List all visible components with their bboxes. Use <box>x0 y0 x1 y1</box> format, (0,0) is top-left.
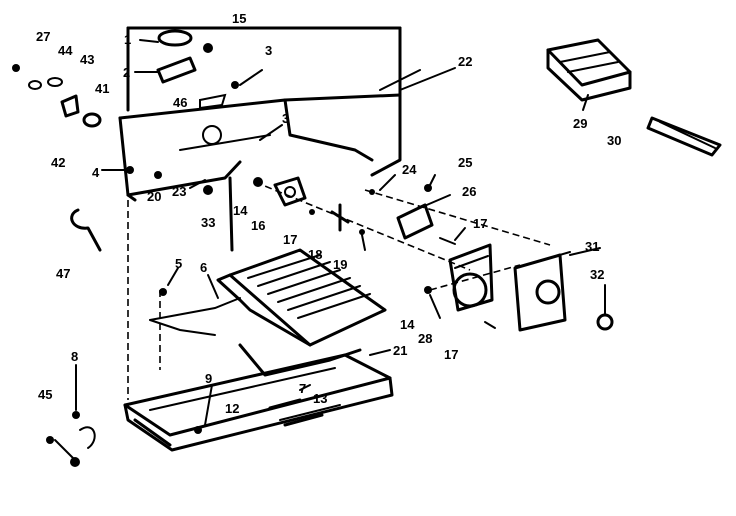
cabinet-liner <box>118 26 421 252</box>
callout-33: 33 <box>201 215 216 230</box>
callout-2: 2 <box>123 65 131 80</box>
grille-strip <box>646 116 722 157</box>
callout-46: 46 <box>173 95 188 110</box>
callout-42: 42 <box>51 155 66 170</box>
callout-27: 27 <box>36 29 51 44</box>
callout-3-upper: 3 <box>265 43 273 58</box>
callout-8: 8 <box>71 349 79 364</box>
callout-1: 1 <box>124 32 132 47</box>
callout-26: 26 <box>462 184 477 199</box>
callout-30: 30 <box>607 133 622 148</box>
callout-20: 20 <box>147 189 162 204</box>
callout-12: 12 <box>225 401 240 416</box>
callout-44: 44 <box>58 43 73 58</box>
callout-3-lower: 3 <box>282 111 290 126</box>
callout-41: 41 <box>95 81 110 96</box>
callout-6: 6 <box>200 260 208 275</box>
callout-19: 19 <box>333 257 348 272</box>
callout-45: 45 <box>38 387 53 402</box>
callout-28: 28 <box>418 331 433 346</box>
leader-lines <box>75 39 606 426</box>
evaporator-plate <box>149 248 387 377</box>
callout-9: 9 <box>205 371 213 386</box>
callout-43: 43 <box>80 52 95 67</box>
callout-7: 7 <box>299 381 307 396</box>
callout-21: 21 <box>393 343 408 358</box>
callout-15: 15 <box>232 11 247 26</box>
callout-32: 32 <box>590 267 605 282</box>
callout-25: 25 <box>458 155 473 170</box>
fan-motor-housing <box>513 251 571 332</box>
callout-13: 13 <box>313 391 328 406</box>
callout-18: 18 <box>308 247 323 262</box>
callout-47: 47 <box>56 266 71 281</box>
callout-14-lower: 14 <box>400 317 415 332</box>
callout-5: 5 <box>175 256 183 271</box>
callout-24: 24 <box>402 162 417 177</box>
callout-22: 22 <box>458 54 473 69</box>
bottom-pan <box>123 353 394 452</box>
callout-29: 29 <box>573 116 588 131</box>
callout-17-c: 17 <box>444 347 459 362</box>
callout-4: 4 <box>92 165 100 180</box>
callout-16: 16 <box>251 218 266 233</box>
callout-23: 23 <box>172 184 187 199</box>
callout-17-a: 17 <box>283 232 298 247</box>
callout-17-b: 17 <box>473 216 488 231</box>
callout-14-upper: 14 <box>233 203 248 218</box>
shelf-rack <box>546 38 632 102</box>
callout-31: 31 <box>585 239 600 254</box>
fan-shroud <box>448 243 494 312</box>
